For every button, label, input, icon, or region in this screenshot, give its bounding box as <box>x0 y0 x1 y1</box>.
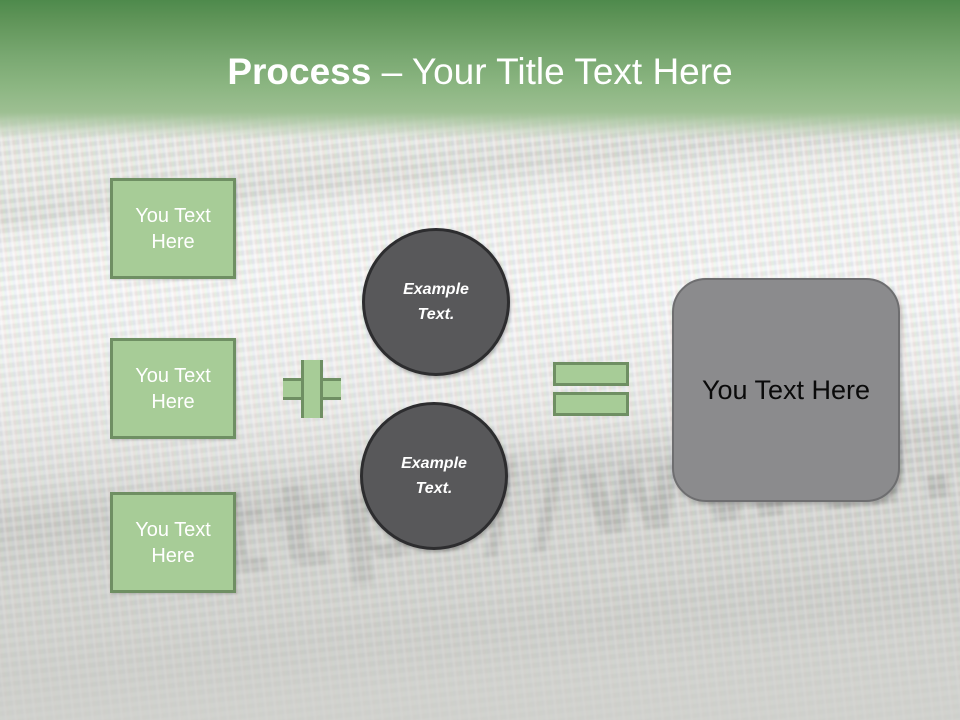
input-box-3[interactable]: You Text Here <box>110 492 236 593</box>
process-circle-1-line2: Text. <box>417 306 455 323</box>
result-box-label: You Text Here <box>701 374 871 405</box>
page-title-rest: – Your Title Text Here <box>371 51 733 92</box>
equals-icon <box>553 362 629 416</box>
result-box[interactable]: You Text Here <box>672 278 900 502</box>
input-box-2-label: You Text Here <box>135 364 211 413</box>
input-box-2[interactable]: You Text Here <box>110 338 236 439</box>
equals-icon-top-bar <box>553 362 629 386</box>
input-box-3-label: You Text Here <box>135 518 211 567</box>
process-circle-2[interactable]: Example Text. <box>360 402 508 550</box>
page-title-strong: Process <box>227 51 372 92</box>
slide-header <box>0 0 960 140</box>
page-title: Process – Your Title Text Here <box>0 50 960 94</box>
plus-icon-center <box>304 381 320 397</box>
input-box-1-label: You Text Here <box>135 204 211 253</box>
plus-icon <box>280 357 344 421</box>
input-box-1[interactable]: You Text Here <box>110 178 236 279</box>
process-circle-1[interactable]: Example Text. <box>362 228 510 376</box>
process-circle-2-line2: Text. <box>415 480 453 497</box>
process-circle-1-line1: Example <box>403 281 469 298</box>
process-circle-2-line1: Example <box>401 455 467 472</box>
equals-icon-bottom-bar <box>553 392 629 416</box>
